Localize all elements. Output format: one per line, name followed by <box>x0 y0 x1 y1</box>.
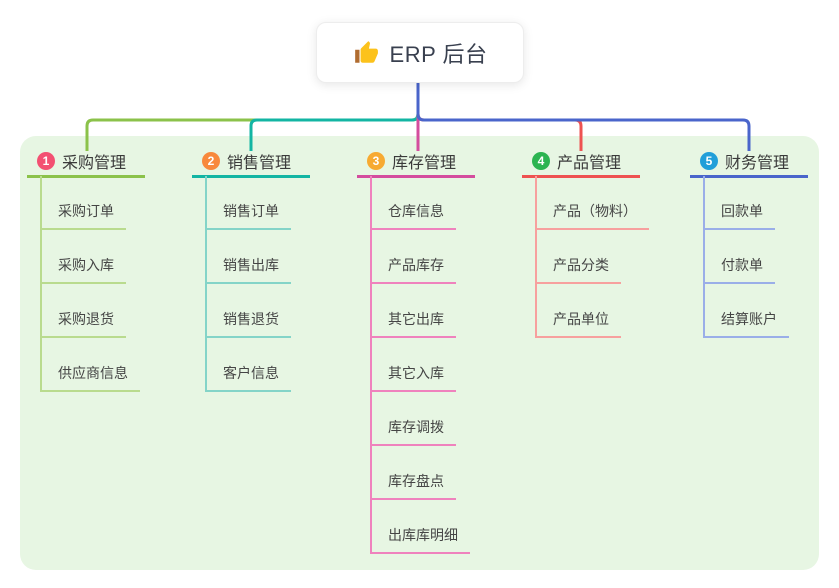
child-row: 产品库存 <box>370 230 475 284</box>
branch-5: 5 财务管理回款单付款单结算账户 <box>690 150 808 338</box>
child-row: 销售出库 <box>205 230 310 284</box>
branch-title-node[interactable]: 1 采购管理 <box>27 150 145 178</box>
child-node[interactable]: 库存调拨 <box>370 417 456 446</box>
child-row: 库存调拨 <box>370 392 475 446</box>
child-row: 其它入库 <box>370 338 475 392</box>
branch-title-node[interactable]: 4 产品管理 <box>522 150 640 178</box>
branch-2: 2 销售管理销售订单销售出库销售退货客户信息 <box>192 150 310 392</box>
child-node[interactable]: 采购订单 <box>40 201 126 230</box>
branch-title-label: 财务管理 <box>725 155 790 172</box>
child-row: 产品单位 <box>535 284 649 338</box>
root-node[interactable]: ERP 后台 <box>316 22 524 83</box>
branch-3: 3 库存管理仓库信息产品库存其它出库其它入库库存调拨库存盘点出库库明细 <box>357 150 475 554</box>
child-node[interactable]: 仓库信息 <box>370 201 456 230</box>
child-row: 出库库明细 <box>370 500 475 554</box>
child-node[interactable]: 出库库明细 <box>370 525 470 554</box>
branch-number-badge: 5 <box>700 152 718 170</box>
child-node[interactable]: 产品库存 <box>370 255 456 284</box>
branch-4: 4 产品管理产品（物料） 产品分类产品单位 <box>522 150 649 338</box>
child-node[interactable]: 其它出库 <box>370 309 456 338</box>
root-node-label: ERP 后台 <box>389 41 488 67</box>
child-row: 客户信息 <box>205 338 310 392</box>
child-node[interactable]: 销售出库 <box>205 255 291 284</box>
child-row: 采购订单 <box>40 176 145 230</box>
child-node[interactable]: 采购退货 <box>40 309 126 338</box>
child-row: 产品分类 <box>535 230 649 284</box>
branch-number-badge: 1 <box>37 152 55 170</box>
branch-children: 采购订单采购入库采购退货供应商信息 <box>40 176 145 392</box>
branch-number-badge: 2 <box>202 152 220 170</box>
child-row: 销售订单 <box>205 176 310 230</box>
child-row: 供应商信息 <box>40 338 145 392</box>
branch-number-badge: 3 <box>367 152 385 170</box>
child-node[interactable]: 销售退货 <box>205 309 291 338</box>
branch-title-label: 产品管理 <box>557 155 622 172</box>
child-node[interactable]: 产品分类 <box>535 255 621 284</box>
branch-children: 仓库信息产品库存其它出库其它入库库存调拨库存盘点出库库明细 <box>370 176 475 554</box>
child-node[interactable]: 库存盘点 <box>370 471 456 500</box>
child-row: 仓库信息 <box>370 176 475 230</box>
branch-children: 销售订单销售出库销售退货客户信息 <box>205 176 310 392</box>
child-node[interactable]: 产品（物料） <box>535 201 649 230</box>
branch-1: 1 采购管理采购订单采购入库采购退货供应商信息 <box>27 150 145 392</box>
child-row: 采购退货 <box>40 284 145 338</box>
branch-children: 产品（物料） 产品分类产品单位 <box>535 176 649 338</box>
branch-title-node[interactable]: 3 库存管理 <box>357 150 475 178</box>
child-node[interactable]: 销售订单 <box>205 201 291 230</box>
child-row: 回款单 <box>703 176 808 230</box>
child-row: 产品（物料） <box>535 176 649 230</box>
branch-children: 回款单付款单结算账户 <box>703 176 808 338</box>
child-row: 其它出库 <box>370 284 475 338</box>
mindmap-background-panel <box>20 136 819 570</box>
branch-title-node[interactable]: 5 财务管理 <box>690 150 808 178</box>
branch-title-label: 销售管理 <box>227 155 292 172</box>
branch-number-badge: 4 <box>532 152 550 170</box>
branch-title-label: 库存管理 <box>392 155 457 172</box>
child-node[interactable]: 产品单位 <box>535 309 621 338</box>
branch-title-node[interactable]: 2 销售管理 <box>192 150 310 178</box>
child-node[interactable]: 客户信息 <box>205 363 291 392</box>
child-node[interactable]: 付款单 <box>703 255 775 284</box>
child-row: 结算账户 <box>703 284 808 338</box>
child-node[interactable]: 结算账户 <box>703 309 789 338</box>
child-row: 付款单 <box>703 230 808 284</box>
child-node[interactable]: 供应商信息 <box>40 363 140 392</box>
child-row: 销售退货 <box>205 284 310 338</box>
child-node[interactable]: 其它入库 <box>370 363 456 392</box>
child-node[interactable]: 回款单 <box>703 201 775 230</box>
child-node[interactable]: 采购入库 <box>40 255 126 284</box>
branch-title-label: 采购管理 <box>62 155 127 172</box>
child-row: 库存盘点 <box>370 446 475 500</box>
child-row: 采购入库 <box>40 230 145 284</box>
thumbs-up-icon <box>354 40 378 63</box>
